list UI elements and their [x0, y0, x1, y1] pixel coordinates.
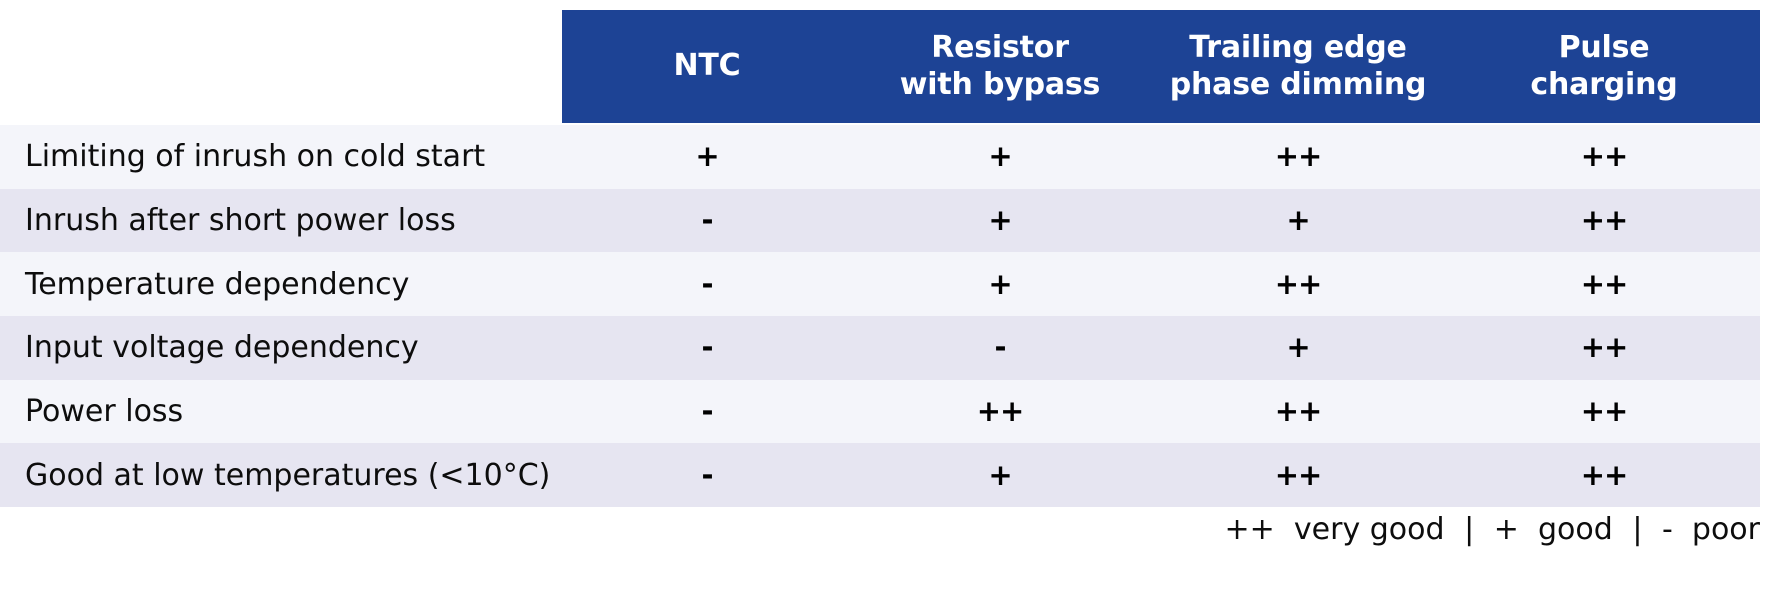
- row-label: Input voltage dependency: [25, 330, 419, 366]
- column-header-ntc-line-1: NTC: [673, 48, 741, 84]
- rating-cell-resistor-with-bypass: +: [988, 139, 1012, 174]
- legend-very-good-label: very good: [1293, 512, 1445, 547]
- rating-cell-ntc: -: [701, 266, 713, 301]
- rating-cell-resistor-with-bypass: +: [988, 266, 1012, 301]
- column-header-ntc: NTC: [562, 48, 852, 85]
- rating-cell-pulse-charging: ++: [1580, 457, 1629, 492]
- row-label: Inrush after short power loss: [25, 203, 456, 239]
- column-header-trailing-edge-line-1: Trailing edge: [1189, 29, 1407, 65]
- column-header-resistor-line-2: with bypass: [899, 66, 1101, 102]
- column-header-resistor-with-bypass: Resistor with bypass: [852, 30, 1148, 103]
- row-label: Limiting of inrush on cold start: [25, 139, 486, 175]
- rating-cell-ntc: -: [701, 394, 713, 429]
- column-header-pulse-charging: Pulse charging: [1448, 30, 1760, 103]
- table-row: Inrush after short power loss - + + ++: [0, 188, 1760, 253]
- column-header-pulse-line-2: charging: [1530, 66, 1678, 102]
- legend-separator-2: |: [1632, 512, 1643, 547]
- rating-cell-trailing-edge-phase-dimming: ++: [1274, 139, 1323, 174]
- table-row: Power loss - ++ ++ ++: [0, 379, 1760, 444]
- row-label: Power loss: [25, 394, 184, 430]
- legend-good-symbol: +: [1493, 512, 1519, 547]
- row-label: Good at low temperatures (<10°C): [25, 457, 551, 493]
- table-header-row: NTC Resistor with bypass Trailing edge p…: [562, 10, 1760, 123]
- rating-cell-trailing-edge-phase-dimming: +: [1286, 203, 1310, 238]
- table-row: Input voltage dependency - - + ++: [0, 316, 1760, 380]
- legend-good-label: good: [1537, 512, 1613, 547]
- column-header-resistor-line-1: Resistor: [931, 29, 1069, 65]
- rating-cell-pulse-charging: ++: [1580, 139, 1629, 174]
- table-row: Limiting of inrush on cold start + + ++ …: [0, 125, 1760, 189]
- rating-cell-resistor-with-bypass: +: [988, 203, 1012, 238]
- rating-cell-trailing-edge-phase-dimming: ++: [1274, 457, 1323, 492]
- rating-cell-ntc: +: [695, 139, 719, 174]
- rating-cell-ntc: -: [701, 457, 713, 492]
- rating-cell-resistor-with-bypass: ++: [976, 394, 1025, 429]
- column-header-trailing-edge-phase-dimming: Trailing edge phase dimming: [1148, 30, 1448, 103]
- legend-poor-label: poor: [1691, 512, 1760, 547]
- legend-poor-symbol: -: [1661, 512, 1673, 547]
- table-row: Temperature dependency - + ++ ++: [0, 252, 1760, 317]
- rating-cell-ntc: -: [701, 203, 713, 238]
- table-body: Limiting of inrush on cold start + + ++ …: [0, 125, 1760, 508]
- legend-very-good-symbol: ++: [1224, 512, 1275, 547]
- rating-cell-trailing-edge-phase-dimming: +: [1286, 330, 1310, 365]
- rating-cell-pulse-charging: ++: [1580, 266, 1629, 301]
- rating-cell-pulse-charging: ++: [1580, 203, 1629, 238]
- column-header-pulse-line-1: Pulse: [1558, 29, 1650, 65]
- rating-cell-ntc: -: [701, 330, 713, 365]
- table-row: Good at low temperatures (<10°C) - + ++ …: [0, 443, 1760, 508]
- rating-cell-resistor-with-bypass: -: [994, 330, 1006, 365]
- rating-cell-trailing-edge-phase-dimming: ++: [1274, 394, 1323, 429]
- rating-legend: ++ very good | + good | - poor: [0, 512, 1766, 547]
- row-label: Temperature dependency: [25, 266, 410, 302]
- rating-cell-pulse-charging: ++: [1580, 330, 1629, 365]
- rating-cell-trailing-edge-phase-dimming: ++: [1274, 266, 1323, 301]
- legend-separator-1: |: [1464, 512, 1475, 547]
- rating-cell-resistor-with-bypass: +: [988, 457, 1012, 492]
- rating-cell-pulse-charging: ++: [1580, 394, 1629, 429]
- column-header-trailing-edge-line-2: phase dimming: [1169, 66, 1427, 102]
